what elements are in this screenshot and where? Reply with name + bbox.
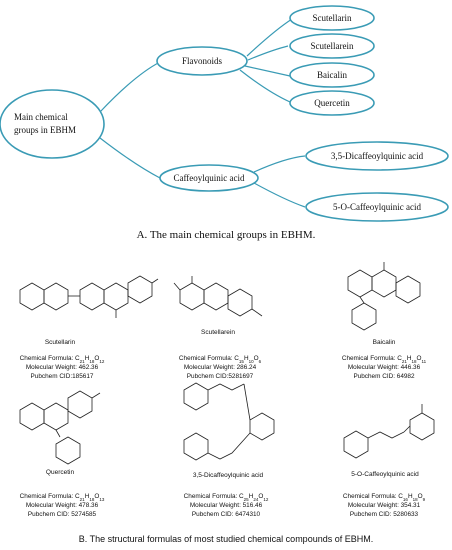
cid-scutellarein: Pubchem CID:5281697 xyxy=(187,373,254,380)
info-scutellarin: Chemical Formula: C21H18O12 Molecular We… xyxy=(20,355,105,380)
structure-dicaffeoylquinic xyxy=(183,382,275,461)
connector-flavonoids-scutellarein xyxy=(247,45,289,61)
structure-baicalin xyxy=(347,262,421,331)
structure-caffeoylquinic xyxy=(343,404,435,459)
mw-caffeoylquinic: Molecular Weight: 354.31 xyxy=(348,502,421,509)
cid-caffeoylquinic: Pubchem CID: 5280633 xyxy=(350,511,419,518)
connector-flavonoids-quercetin xyxy=(239,69,291,103)
quercetin-label: Quercetin xyxy=(314,98,350,108)
name-scutellarin: Scutellarin xyxy=(45,339,76,346)
mw-dicaffeoylquinic: Molecular Weight: 516.46 xyxy=(190,502,263,509)
structure-quercetin xyxy=(19,390,101,465)
info-scutellarein: Chemical Formula: C15H10O6 Molecular Wei… xyxy=(179,355,262,380)
cid-dicaffeoylquinic: Pubchem CID: 6474310 xyxy=(192,511,261,518)
root-label-line1: Main chemical xyxy=(14,112,68,122)
info-dicaffeoylquinic: Chemical Formula: C25H24O12 Molecular We… xyxy=(184,493,269,518)
formula-scutellarin: Chemical Formula: C21H18O12 xyxy=(20,355,105,364)
caption-b: B. The structural formulas of most studi… xyxy=(79,534,373,544)
structure-scutellarin xyxy=(19,275,159,318)
node-3-5-dicaffeoylquinic-acid xyxy=(305,141,449,171)
info-caffeoylquinic: Chemical Formula: C16H18O9 Molecular Wei… xyxy=(343,493,426,518)
scutellarein-label: Scutellarein xyxy=(311,41,354,51)
node-scutellarein xyxy=(289,33,375,59)
node-flavonoids xyxy=(156,46,248,76)
cid-baicalin: Pubchem CID: 64982 xyxy=(353,373,415,380)
mindmap-connectors xyxy=(99,18,306,208)
cid-quercetin: Pubchem CID: 5274585 xyxy=(28,511,97,518)
info-baicalin: Chemical Formula: C21H18O11 Molecular We… xyxy=(342,355,427,380)
mw-quercetin: Molecular Weight: 478.36 xyxy=(26,502,99,509)
root-node xyxy=(0,89,105,159)
connector-flavonoids-baicalin xyxy=(244,65,291,77)
cid-scutellarin: Pubchem CID:185617 xyxy=(31,373,94,380)
node-5-o-caffeoylquinic-acid xyxy=(305,192,449,222)
formula-caffeoylquinic: Chemical Formula: C16H18O9 xyxy=(343,493,426,502)
node-scutellarin xyxy=(289,5,375,31)
node-baicalin xyxy=(289,62,375,88)
connector-root-flavonoids xyxy=(99,61,161,113)
node-quercetin xyxy=(289,90,375,116)
name-baicalin: Baicalin xyxy=(373,339,396,346)
mindmap-nodes xyxy=(0,5,449,222)
caffeoylquinic-label: Caffeoylquinic acid xyxy=(173,173,245,183)
name-scutellarein: Scutellarein xyxy=(201,329,235,336)
connector-caffeoyl-dicaffeoyl xyxy=(253,155,306,173)
mw-scutellarein: Molecular Weight: 286.24 xyxy=(184,364,257,371)
flavonoids-label: Flavonoids xyxy=(182,56,223,66)
root-label-line2: groups in EBHM xyxy=(14,125,76,135)
scutellarin-label: Scutellarin xyxy=(313,13,352,23)
compound-names: Scutellarin Scutellarein Baicalin Querce… xyxy=(45,329,419,479)
connector-root-caffeoyl xyxy=(99,137,161,179)
formula-scutellarein: Chemical Formula: C15H10O6 xyxy=(179,355,262,364)
mw-baicalin: Molecular Weight: 446.36 xyxy=(348,364,421,371)
mindmap-labels: Main chemical groups in EBHM Flavonoids … xyxy=(14,13,424,212)
baicalin-label: Baicalin xyxy=(317,70,347,80)
node-caffeoylquinic-acid xyxy=(159,164,259,192)
caffeoyl-label: 5-O-Caffeoylquinic acid xyxy=(333,202,422,212)
name-dicaffeoylquinic: 3,5-Dicaffeoylquinic acid xyxy=(193,472,264,479)
structure-scutellarein xyxy=(173,276,263,317)
formula-quercetin: Chemical Formula: C21H18O13 xyxy=(20,493,105,502)
formula-baicalin: Chemical Formula: C21H18O11 xyxy=(342,355,427,364)
connector-flavonoids-scutellarin xyxy=(246,18,293,57)
connector-caffeoyl-caffeoyl xyxy=(253,182,306,208)
caption-a: A. The main chemical groups in EBHM. xyxy=(137,229,316,241)
formula-dicaffeoylquinic: Chemical Formula: C25H24O12 xyxy=(184,493,269,502)
dicaffeoyl-label: 3,5-Dicaffeoylquinic acid xyxy=(331,151,424,161)
name-caffeoylquinic: 5-O-Caffeoylquinic acid xyxy=(351,471,419,478)
name-quercetin: Quercetin xyxy=(46,469,75,476)
mw-scutellarin: Molecular Weight: 462.36 xyxy=(26,364,99,371)
info-quercetin: Chemical Formula: C21H18O13 Molecular We… xyxy=(20,493,105,518)
